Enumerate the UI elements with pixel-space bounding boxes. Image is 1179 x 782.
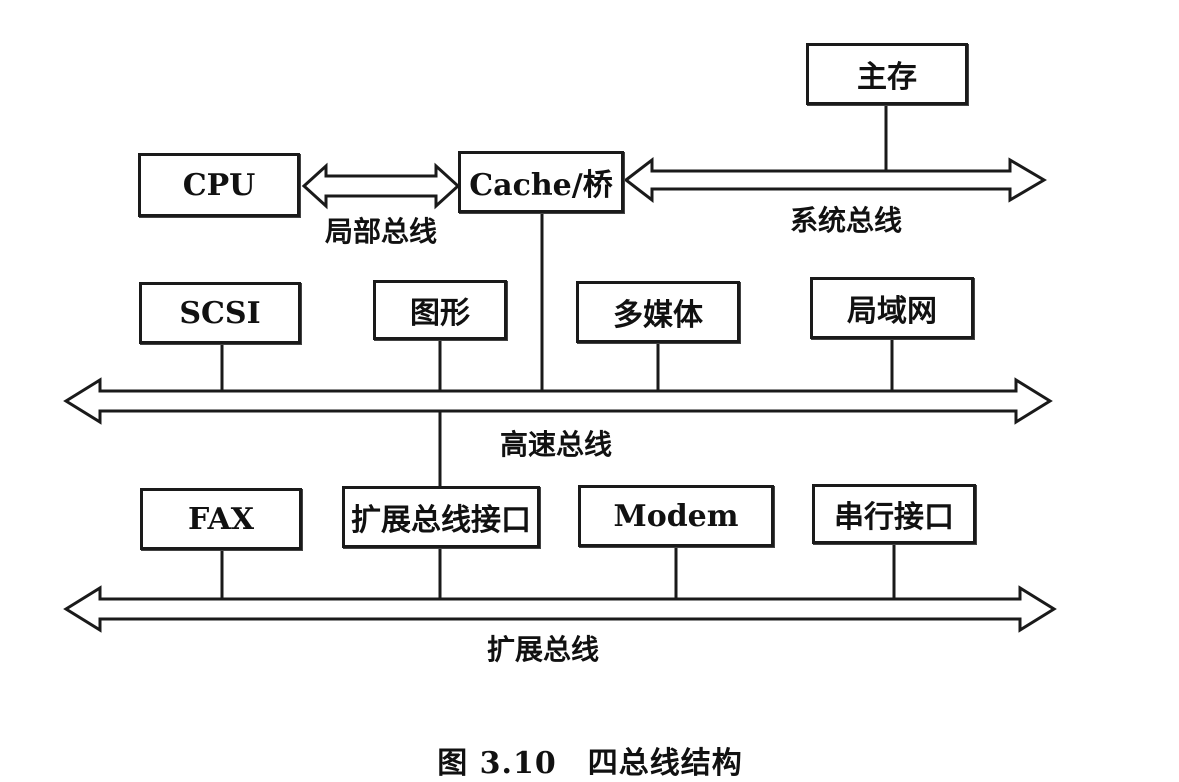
high-speed-bus-arrow	[63, 377, 1053, 425]
expansion-bus-label: 扩展总线	[486, 633, 600, 666]
serial-interface-box: 串行接口	[812, 484, 976, 544]
cache-bridge-label: Cache/桥	[469, 168, 613, 203]
local-bus-arrow	[301, 162, 461, 210]
multimedia-label: 多媒体	[613, 298, 703, 333]
lan-label: 局域网	[847, 294, 937, 329]
cache-bridge-box: Cache/桥	[458, 151, 624, 213]
cpu-box: CPU	[138, 153, 300, 217]
system-bus-arrow	[623, 156, 1047, 204]
expansion-bus-arrow	[63, 585, 1057, 633]
multimedia-box: 多媒体	[576, 281, 740, 343]
graphics-box: 图形	[373, 280, 507, 340]
system-bus-label: 系统总线	[789, 204, 903, 237]
local-bus-label: 局部总线	[324, 215, 438, 248]
modem-label: Modem	[613, 498, 739, 534]
lan-box: 局域网	[810, 277, 974, 339]
high-speed-bus-label: 高速总线	[499, 428, 613, 461]
expansion-interface-box: 扩展总线接口	[342, 486, 540, 548]
cpu-label: CPU	[182, 167, 256, 203]
fax-label: FAX	[187, 501, 255, 537]
modem-box: Modem	[578, 485, 774, 547]
fax-box: FAX	[140, 488, 302, 550]
scsi-label: SCSI	[179, 295, 261, 331]
serial-interface-label: 串行接口	[834, 500, 954, 535]
main-memory-box: 主存	[806, 43, 968, 105]
figure-caption: 图 3.10 四总线结构	[437, 746, 743, 781]
graphics-label: 图形	[410, 296, 470, 331]
expansion-interface-label: 扩展总线接口	[351, 503, 531, 538]
main-memory-label: 主存	[857, 60, 917, 95]
scsi-box: SCSI	[139, 282, 301, 344]
